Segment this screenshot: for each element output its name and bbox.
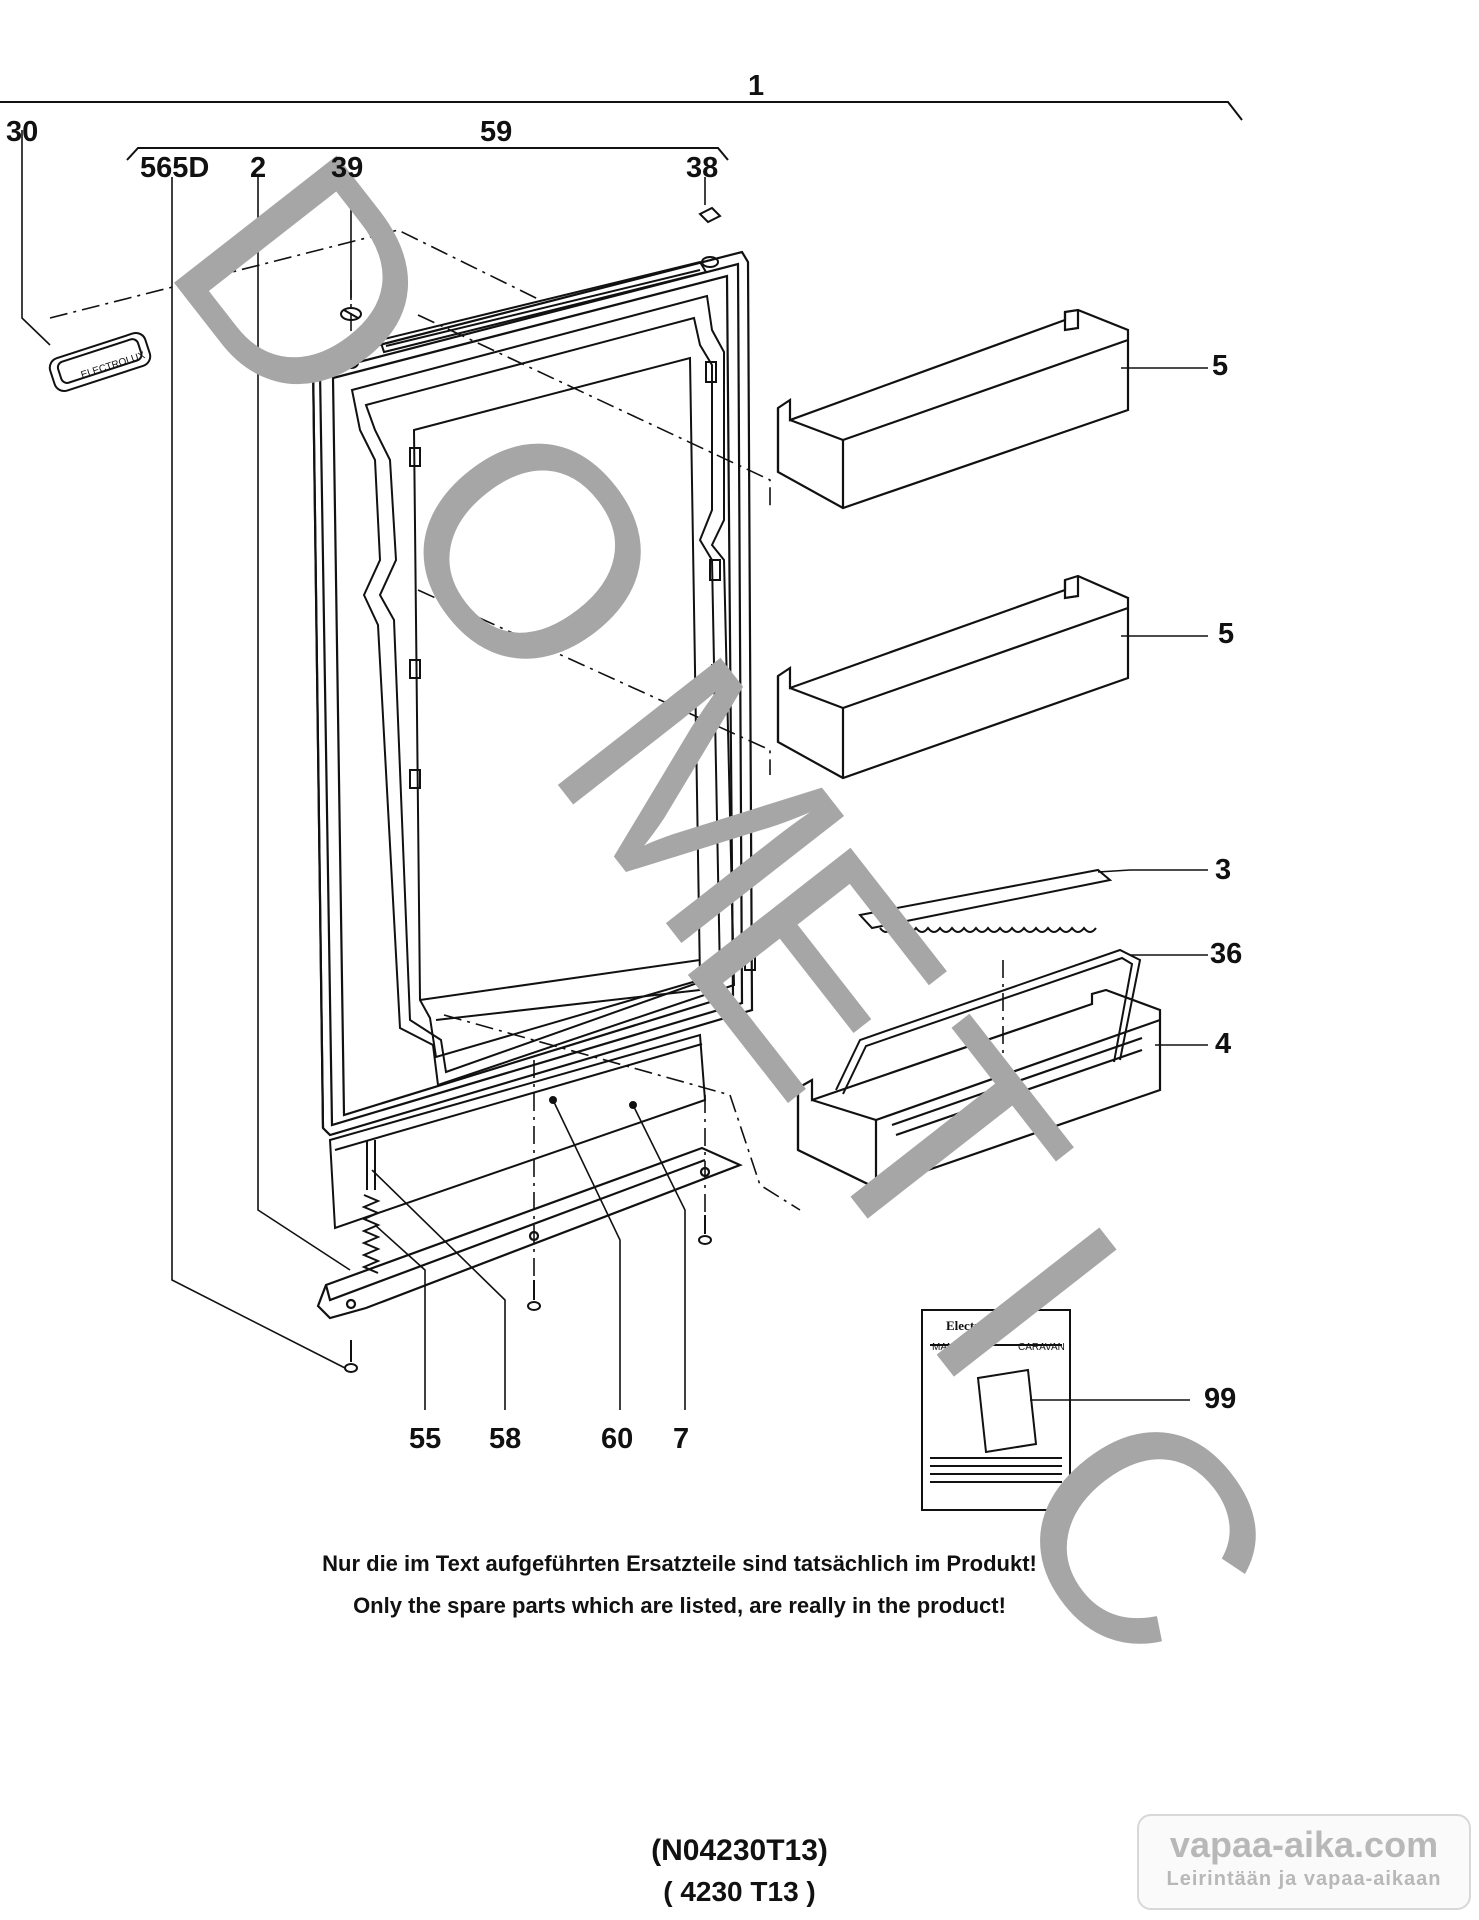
screw-bottom-right: [698, 1215, 712, 1245]
screw-bottom-left: [344, 1340, 358, 1373]
manual-left-label: MANUAL: [932, 1342, 974, 1353]
note-english: Only the spare parts which are listed, a…: [353, 1593, 1006, 1618]
callout-58: 58: [489, 1423, 522, 1455]
callout-4: 4: [1215, 1028, 1232, 1060]
dometic-watermark: D O M E T I C: [108, 96, 1342, 1721]
callout-55: 55: [409, 1423, 442, 1455]
explosion-lines: [49, 229, 1004, 1280]
callout-565D: 565D: [140, 152, 210, 184]
leader-lines: [21, 130, 1208, 1410]
door-frame: [311, 250, 754, 1137]
electrolux-badge: [48, 331, 152, 393]
hinge-spring: [361, 1140, 381, 1274]
screw-bottom-mid: [527, 1280, 541, 1311]
assembly-bracket-59: [126, 147, 729, 161]
assembly-bracket-1: [0, 101, 1243, 121]
screws: [344, 1096, 712, 1373]
callout-1: 1: [748, 70, 765, 102]
bottle-holder-rail: [858, 868, 1113, 933]
site-watermark: vapaa-aika.com Leirintään ja vapaa-aikaa…: [1137, 1814, 1471, 1910]
manual-brand: Electrolux: [946, 1318, 1004, 1333]
site-watermark-domain: vapaa-aika.com: [1169, 1824, 1439, 1865]
door-liner: [350, 294, 756, 1087]
callout-60: 60: [601, 1423, 634, 1455]
top-gasket-strip: [378, 260, 708, 354]
door-shelf-upper: [776, 308, 1130, 510]
door-shelf-lower: [776, 574, 1130, 780]
callout-99: 99: [1204, 1383, 1237, 1415]
bottom-bottle-shelf: [796, 988, 1162, 1190]
part-code-primary: (N04230T13): [651, 1834, 828, 1867]
dometic-letter-c: C: [945, 1344, 1343, 1722]
note-german: Nur die im Text aufgeführten Ersatzteile…: [322, 1551, 1037, 1576]
callout-38: 38: [686, 152, 719, 184]
site-watermark-tagline: Leirintään ja vapaa-aikaan: [1166, 1868, 1442, 1890]
part-code-secondary: ( 4230 T13 ): [663, 1876, 816, 1907]
service-manual: [921, 1309, 1071, 1511]
callout-30: 30: [6, 116, 39, 148]
manual-right-label: CARAVAN: [1018, 1342, 1065, 1353]
callout-5-upper: 5: [1212, 350, 1229, 382]
callout-59: 59: [480, 116, 513, 148]
callout-2: 2: [250, 152, 267, 184]
hinge-cap-38: [698, 206, 722, 268]
callout-5-lower: 5: [1218, 618, 1235, 650]
callout-7: 7: [673, 1423, 690, 1455]
hinge-plate: [316, 1146, 743, 1320]
callout-36: 36: [1210, 938, 1243, 970]
callout-3: 3: [1215, 854, 1232, 886]
callout-39: 39: [331, 152, 364, 184]
